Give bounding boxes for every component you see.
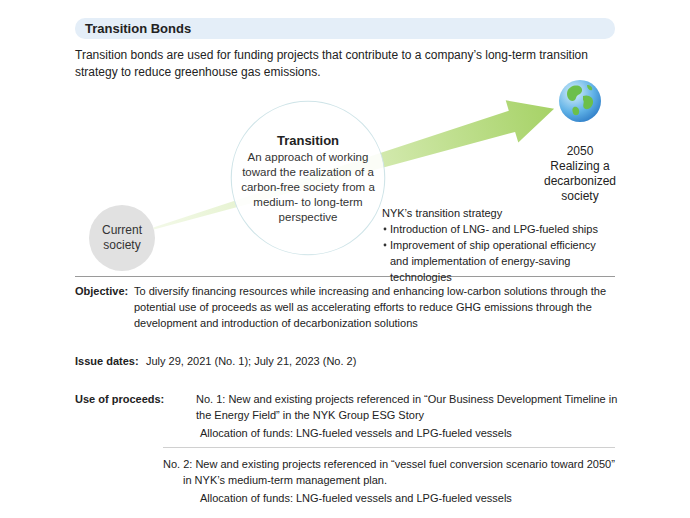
globe-land [567, 86, 582, 101]
goal-globe: 2050Realizing a decarbonized society [530, 78, 630, 204]
intro-text: Transition bonds are used for funding pr… [75, 47, 623, 81]
circle-outline [230, 100, 386, 256]
year-label: 2050 [530, 144, 630, 159]
field-value: No. 2: New and existing projects referen… [163, 456, 621, 488]
circle-shape [89, 205, 155, 271]
circle-shape [231, 101, 385, 255]
divider-line [75, 276, 615, 277]
field-value: July 29, 2021 (No. 1); July 21, 2023 (No… [146, 353, 606, 369]
bullet-text: Improvement of ship operational efficien… [390, 237, 612, 285]
divider-line [163, 447, 615, 448]
globe-icon [557, 78, 603, 124]
stage-circle: TransitionAn approach of working toward … [230, 100, 386, 256]
field-label: Objective: [75, 283, 128, 299]
field-label: Issue dates: [75, 353, 139, 369]
node-heading: Transition [238, 132, 378, 150]
globe-sea [559, 80, 601, 122]
circle-text-block: Current society [94, 223, 150, 253]
globe-land [587, 85, 592, 90]
node-text: Current society [94, 223, 150, 253]
strategy-heading: NYK’s transition strategy [382, 205, 620, 221]
globe-land [572, 107, 579, 115]
field-value: Allocation of funds: LNG-fueled vessels … [200, 490, 620, 506]
state-circle: Current society [89, 205, 155, 271]
field-value: No. 1: New and existing projects referen… [196, 391, 621, 423]
field-value: Allocation of funds: LNG-fueled vessels … [200, 425, 620, 441]
bullet-text: Introduction of LNG- and LPG-fueled ship… [390, 221, 622, 237]
circle-text-block: TransitionAn approach of working toward … [238, 132, 378, 225]
field-value: To diversify financing resources while i… [134, 283, 621, 331]
title-band [75, 18, 615, 39]
globe-land [583, 95, 593, 109]
field-label: Use of proceeds: [75, 391, 164, 407]
node-text: An approach of working toward the realiz… [238, 150, 378, 225]
goal-text: Realizing a decarbonized society [534, 159, 626, 204]
bullet-dot [384, 244, 387, 247]
bullet-dot [384, 228, 387, 231]
section-title: Transition Bonds [85, 20, 191, 37]
